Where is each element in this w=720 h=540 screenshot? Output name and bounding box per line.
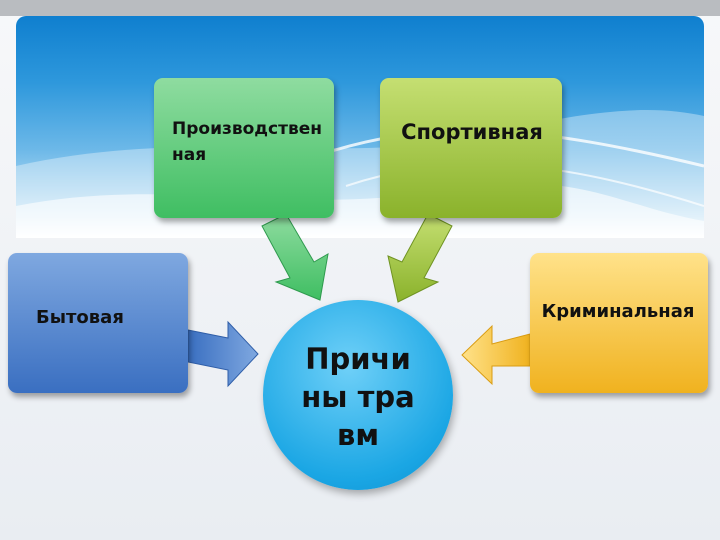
criminal-cause-label: Криминальная — [541, 301, 695, 322]
criminal-cause-box: Криминальная — [530, 253, 708, 393]
sport-cause-box: Спортивная — [380, 78, 562, 218]
top-frame-bar — [0, 0, 720, 16]
arrow-criminal — [461, 324, 531, 386]
arrow-industrial — [261, 213, 329, 301]
household-cause-label: Бытовая — [36, 307, 124, 328]
center-causes-circle: Причины травм — [263, 300, 453, 490]
sport-cause-label: Спортивная — [401, 120, 543, 144]
arrow-household — [187, 320, 259, 388]
center-causes-label: Причины травм — [301, 342, 415, 452]
industrial-cause-label: Производственная — [172, 119, 322, 165]
household-cause-box: Бытовая — [8, 253, 188, 393]
industrial-cause-box: Производственная — [154, 78, 334, 218]
arrow-sport — [387, 213, 453, 303]
